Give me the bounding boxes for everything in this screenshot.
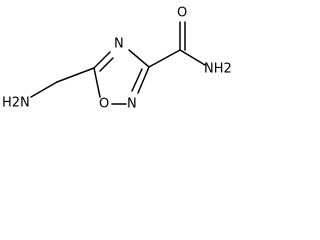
bond-c3-n2-double (131, 68, 143, 92)
bond-c3-n2 (137, 66, 150, 94)
bond-c3-amide-c (148, 49, 181, 68)
atom-ring-n2: N (127, 97, 137, 112)
bond-set (30, 21, 206, 105)
atom-labels: O N N O NH2 H2N (2, 6, 232, 112)
bond-c5-n4 (93, 51, 111, 69)
bond-amine-ch2 (30, 81, 58, 98)
atom-amide-nh2: NH2 (204, 62, 232, 77)
bond-o1-c5 (93, 67, 101, 98)
bond-amide-c-n (179, 49, 206, 66)
bond-c5-n4-double (99, 57, 114, 72)
bond-n4-c3 (128, 49, 150, 68)
atom-amine-h2n: H2N (2, 96, 30, 111)
molecule-structure: O N N O NH2 H2N (2, 6, 232, 112)
atom-ring-o1: O (99, 97, 109, 112)
bond-ch2-c5 (56, 67, 95, 83)
atom-carbonyl-oxygen: O (177, 6, 187, 21)
atom-ring-n4: N (114, 37, 124, 52)
